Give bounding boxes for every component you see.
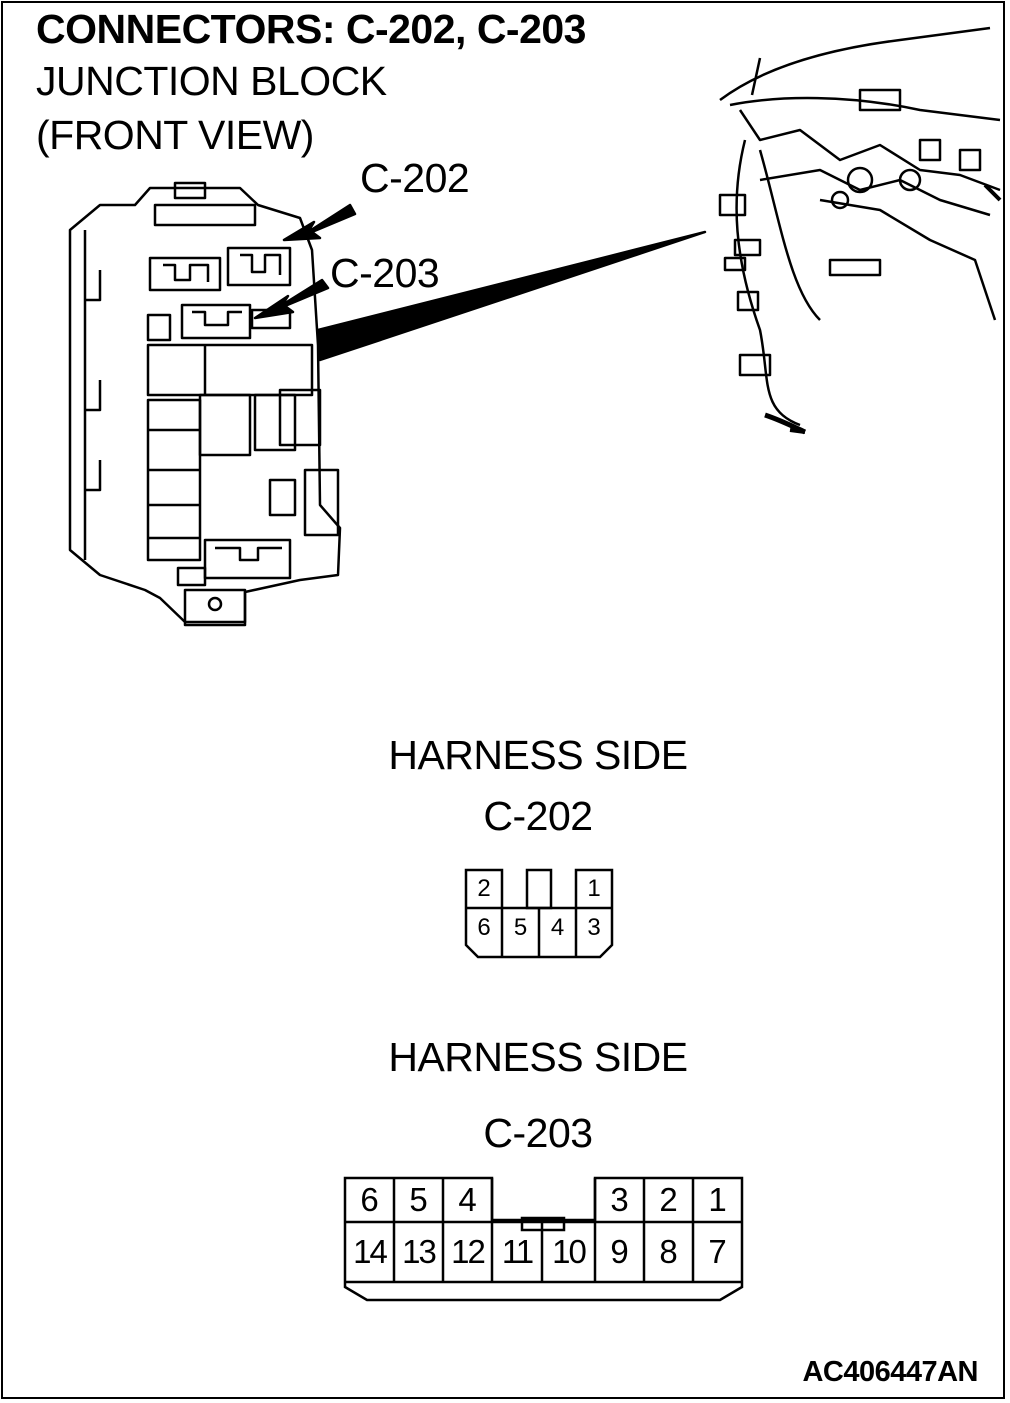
c202-pin-2: 2 (477, 875, 491, 902)
c202-pin-1: 1 (587, 875, 601, 902)
c203-pin-14: 14 (353, 1233, 388, 1270)
c203-pin-3: 3 (610, 1181, 629, 1218)
c202-heading: HARNESS SIDE (388, 732, 688, 778)
c203-heading: HARNESS SIDE (388, 1034, 688, 1080)
c202-connector-face (464, 868, 614, 959)
c203-name: C-203 (483, 1110, 593, 1156)
c203-pin-2: 2 (659, 1181, 678, 1218)
c203-pin-5: 5 (409, 1181, 428, 1218)
c203-pin-6: 6 (360, 1181, 379, 1218)
junction-block-illustration (68, 181, 342, 627)
c202-pin-6: 6 (477, 914, 491, 941)
dashboard-wiring-illustration (718, 26, 1002, 435)
c202-pin-5: 5 (513, 914, 528, 941)
c203-pin-11: 11 (501, 1233, 534, 1270)
c203-pin-12: 12 (451, 1233, 486, 1270)
c202-pin-4: 4 (550, 914, 565, 941)
c202-name: C-202 (483, 793, 593, 839)
c203-pin-1: 1 (708, 1181, 727, 1218)
c203-pin-4: 4 (458, 1181, 477, 1218)
c203-connector-face (343, 1176, 744, 1302)
page-title: CONNECTORS: C-202, C-203 (36, 6, 587, 52)
subtitle-junction-block: JUNCTION BLOCK (36, 58, 387, 104)
callout-arrows (253, 203, 357, 320)
subtitle-front-view: (FRONT VIEW) (36, 112, 314, 158)
c203-pin-7: 7 (708, 1233, 727, 1270)
c203-pin-8: 8 (659, 1233, 678, 1270)
pointer-wedge (316, 230, 707, 362)
callout-c202-label: C-202 (360, 155, 470, 201)
c203-pin-9: 9 (610, 1233, 629, 1270)
c203-pin-10: 10 (552, 1233, 587, 1270)
figure-code: AC406447AN (802, 1356, 978, 1388)
callout-c203-label: C-203 (330, 250, 440, 296)
c202-pin-3: 3 (587, 914, 601, 941)
c203-pin-13: 13 (402, 1233, 437, 1270)
